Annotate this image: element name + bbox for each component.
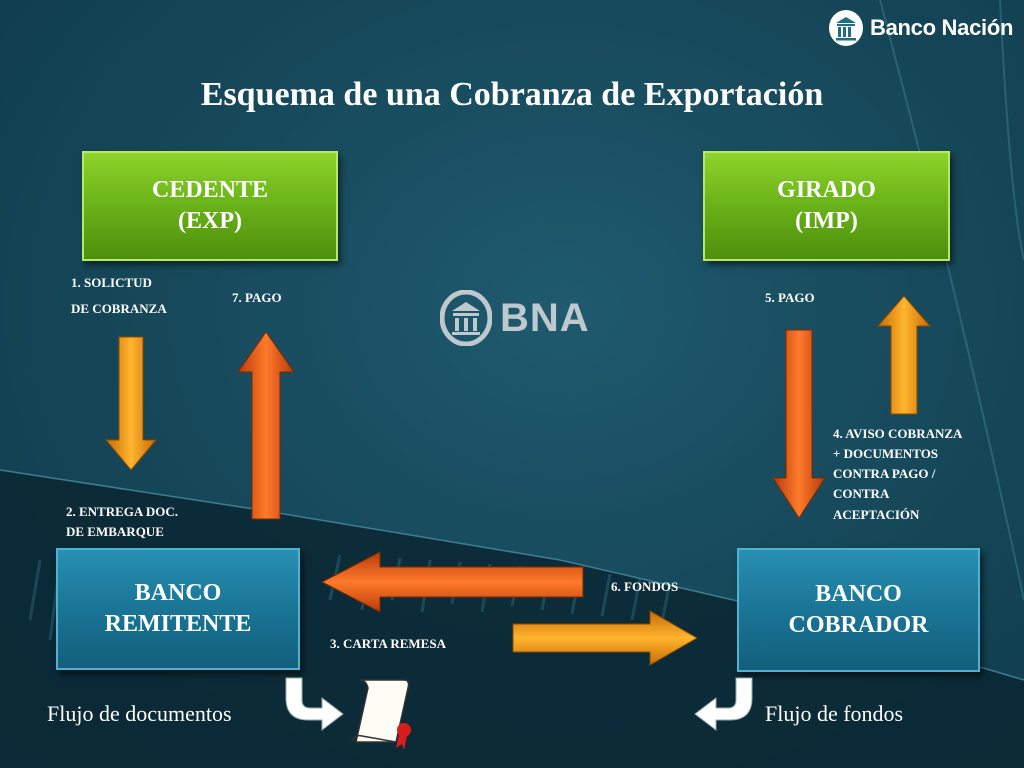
step-6-label: 6. FONDOS: [611, 579, 679, 594]
step-2-line1: 2. ENTREGA DOC.: [66, 504, 178, 519]
step-1-line2: DE COBRANZA: [71, 301, 167, 317]
step-1-label: 1. SOLICTUD DE COBRANZA: [71, 273, 167, 319]
node-cedente-line2: (EXP): [178, 208, 242, 234]
node-cedente: CEDENTE (EXP): [82, 151, 338, 261]
banco-nacion-logo: Banco Nación: [828, 8, 1013, 48]
node-banco-cobrador-line2: COBRADOR: [788, 612, 929, 638]
node-cedente-line1: CEDENTE: [151, 176, 269, 203]
step-4-line1: 4. AVISO COBRANZA: [833, 426, 963, 441]
bank-building-icon: [829, 10, 863, 46]
step-2-label: 2. ENTREGA DOC. DE EMBARQUE: [66, 502, 178, 542]
logo-text: Banco Nación: [870, 15, 1014, 40]
legend-funds: Flujo de fondos: [765, 701, 904, 726]
step-7-label: 7. PAGO: [232, 290, 282, 305]
step-4-line3: CONTRA PAGO /: [833, 466, 936, 482]
bna-watermark: BNA: [440, 290, 590, 346]
node-girado-line2: (IMP): [795, 208, 858, 234]
step-4-line4: CONTRA: [833, 486, 890, 502]
node-banco-remitente: BANCO REMITENTE: [56, 548, 300, 670]
step-4-line2: + DOCUMENTOS: [833, 446, 939, 462]
node-banco-cobrador: BANCO COBRADOR: [737, 548, 980, 672]
step-4-line5: ACEPTACIÓN: [833, 506, 920, 522]
step-1-line1: 1. SOLICTUD: [71, 275, 152, 290]
node-banco-cobrador-line1: BANCO: [815, 580, 902, 607]
step-3-label: 3. CARTA REMESA: [330, 636, 446, 651]
step-4-label: 4. AVISO COBRANZA + DOCUMENTOS CONTRA PA…: [833, 424, 962, 525]
bank-building-icon: [440, 290, 492, 346]
page-title: Esquema de una Cobranza de Exportación: [200, 76, 824, 113]
node-girado: GIRADO (IMP): [703, 151, 950, 261]
legend-documents: Flujo de documentos: [47, 701, 232, 726]
node-banco-remitente-line1: BANCO: [134, 579, 222, 606]
node-girado-line1: GIRADO: [777, 176, 876, 203]
step-5-label: 5. PAGO: [765, 290, 815, 305]
node-banco-remitente-line2: REMITENTE: [104, 611, 252, 637]
watermark-text: BNA: [500, 295, 590, 340]
step-2-line2: DE EMBARQUE: [66, 524, 164, 540]
